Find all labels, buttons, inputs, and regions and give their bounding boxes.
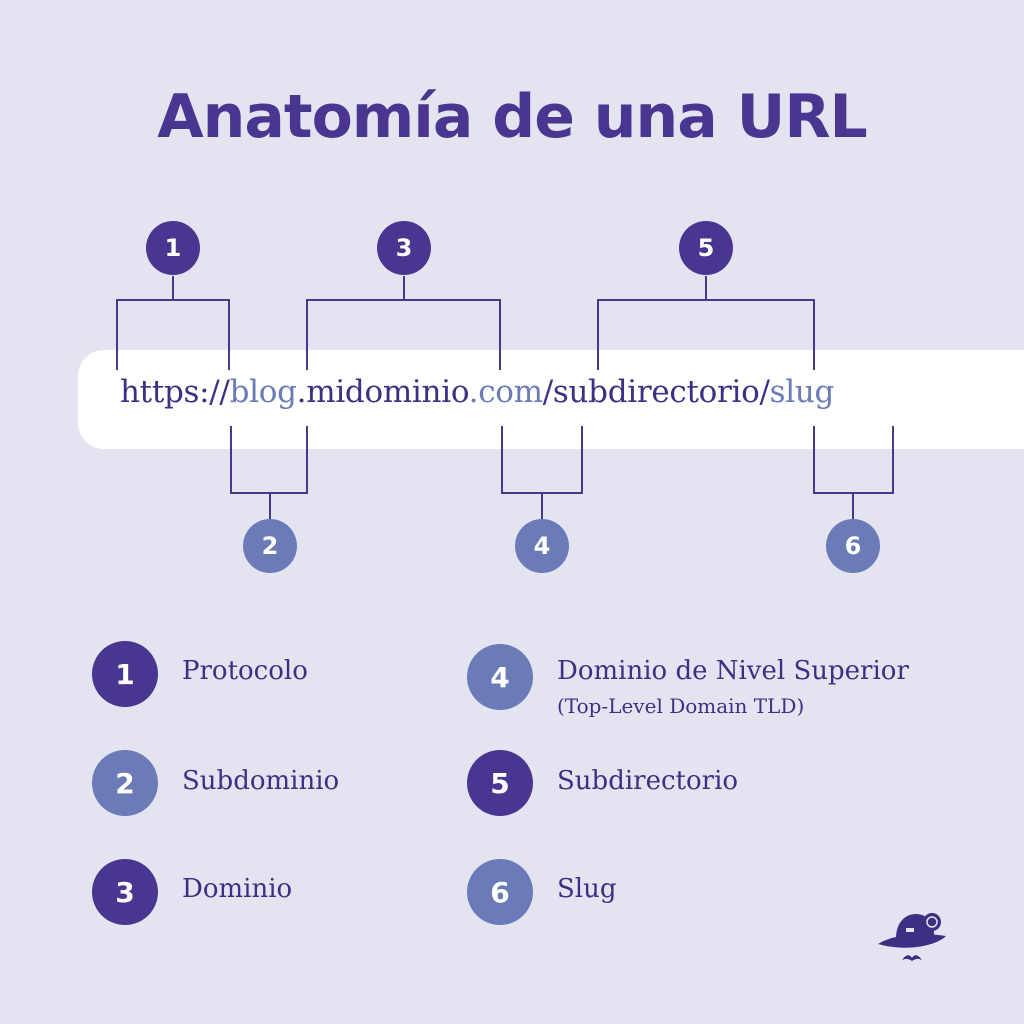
url-subdomain: blog — [229, 374, 297, 410]
url-bar — [78, 350, 1024, 449]
url-slash: / — [542, 374, 553, 410]
legend-badge-6: 6 — [467, 859, 533, 925]
url-slug: slug — [769, 374, 835, 410]
legend-label-protocolo: Protocolo — [182, 656, 308, 686]
legend-label-dominio: Dominio — [182, 874, 293, 904]
marker-2: 2 — [243, 519, 297, 573]
marker-5: 5 — [679, 221, 733, 275]
legend-sublabel-tld: (Top-Level Domain TLD) — [557, 694, 805, 718]
legend-label-tld: Dominio de Nivel Superior — [557, 656, 909, 686]
legend-badge-4: 4 — [467, 644, 533, 710]
url-tld: .com — [468, 374, 543, 410]
url-subdirectory: subdirectorio — [552, 374, 760, 410]
page-title: Anatomía de una URL — [157, 82, 868, 152]
legend-badge-3: 3 — [92, 859, 158, 925]
marker-6: 6 — [826, 519, 880, 573]
legend-label-slug: Slug — [557, 874, 617, 904]
url-protocol: https:// — [120, 374, 230, 410]
url-text: https://blog.midominio.com/subdirectorio… — [120, 374, 940, 410]
url-domain: midominio — [306, 374, 469, 410]
marker-4: 4 — [515, 519, 569, 573]
legend-label-subdominio: Subdominio — [182, 766, 340, 796]
marker-3: 3 — [377, 221, 431, 275]
url-dot: . — [296, 374, 307, 410]
legend-badge-1: 1 — [92, 641, 158, 707]
url-slash: / — [759, 374, 770, 410]
legend-badge-2: 2 — [92, 750, 158, 816]
legend-label-subdirectorio: Subdirectorio — [557, 766, 739, 796]
marker-1: 1 — [146, 221, 200, 275]
legend-badge-5: 5 — [467, 750, 533, 816]
musketeer-hat-logo-icon — [878, 913, 946, 961]
